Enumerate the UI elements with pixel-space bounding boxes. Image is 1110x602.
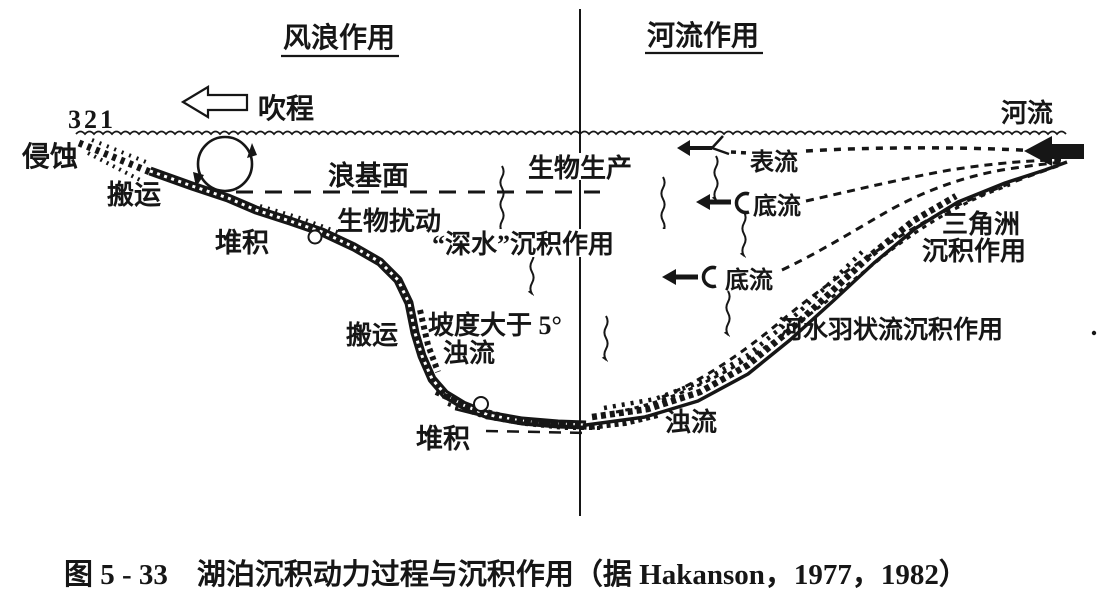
figure-caption: 图 5 - 33 湖泊沉积动力过程与沉积作用（据 Hakanson，1977，1… [64,558,968,591]
underflow-curl-1 [734,191,750,215]
label-bio-production: 生物生产 [528,154,632,183]
river-inflow-arrow [1024,136,1084,166]
label-turbidity-left: 浊流 [443,339,495,368]
underflow-dashed-line-2 [781,160,1064,272]
label-river-plume: 河水羽状流沉积作用 [778,316,1003,344]
label-wind-wave-action: 风浪作用 [283,21,395,54]
label-underflow-2: 底流 [725,266,773,294]
label-deepwater-sedimentation: “深水”沉积作用 [432,230,614,259]
surface-flow-dashed-line [805,146,1059,154]
label-underflow-1: 底流 [753,192,801,220]
label-bioturbation: 生物扰动 [337,207,441,236]
wave-orbital-circle [193,135,257,193]
label-accumulation-upper: 堆积 [215,228,269,258]
label-fetch: 吹程 [258,93,314,125]
label-slope-gt-5: 坡度大于 5° [428,310,562,340]
surface-flow-arrow-fork [711,135,730,156]
label-wave-base: 浪基面 [328,160,409,191]
settling-arrow [742,211,747,256]
orbital-arrowhead-left [193,172,204,187]
plunging-flow-dashed-line [661,164,1059,399]
label-transport-upper: 搬运 [107,179,161,210]
sediment-clast-circle [473,396,489,412]
label-river: 河流 [1001,99,1053,128]
underflow-arrow-1 [696,191,750,215]
label-delta-line1: 三角洲 [942,209,1020,239]
orbital-arrowhead-right [247,143,257,158]
settling-arrow [660,176,664,232]
basin-floor-sediment [307,229,659,435]
slope-hugging-dashed-line [615,183,1011,414]
water-surface-wavy-line [75,130,1067,136]
label-river-action: 河流作用 [647,20,759,52]
label-backer [524,153,638,180]
settling-arrow [726,290,731,335]
label-shore-numbers: 321 [68,105,116,134]
underflow-curl-2 [701,265,717,289]
settling-arrow [604,315,609,360]
settling-squiggle-arrows [500,155,747,360]
surface-flow-arrow [677,135,730,156]
settling-arrow [500,165,505,232]
label-delta-line2: 沉积作用 [922,237,1026,266]
fetch-hollow-arrow [180,85,249,119]
delta-slope [585,160,1068,427]
label-surface-flow: 表流 [750,149,798,176]
underflow-arrow-2 [662,265,717,289]
settling-arrow [530,249,535,294]
label-backer [428,229,668,257]
underflow-dashed-line-1 [805,158,1062,203]
sediment-clast-circle [307,229,323,245]
erosion-debris-dots [77,138,152,183]
settling-arrow [714,155,719,200]
floor-dashed-baseline [485,429,591,435]
label-accumulation-lower: 堆积 [416,424,470,454]
label-transport-lower: 搬运 [346,320,398,350]
stray-dot [1091,330,1097,336]
label-erosion: 侵蚀 [21,141,78,173]
label-turbidity-right: 浊流 [665,408,717,437]
